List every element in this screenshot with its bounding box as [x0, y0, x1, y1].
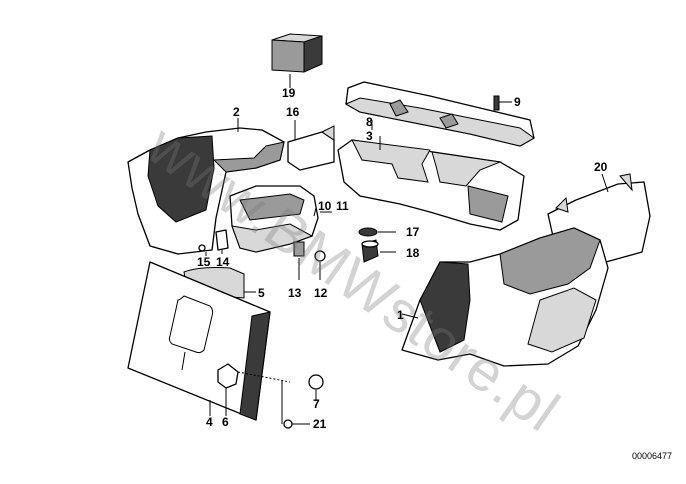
- part-2-left-trim: [127, 118, 285, 255]
- part-17-18-clips: [358, 227, 396, 263]
- part-label-19: 19: [282, 86, 296, 100]
- part-label-12: 12: [314, 286, 328, 300]
- part-label-20: 20: [594, 160, 608, 174]
- diagram-reference-code: 00006477: [632, 451, 673, 461]
- part-10-tray: [229, 185, 332, 253]
- part-6-clip: [217, 363, 239, 416]
- part-label-3: 3: [366, 129, 373, 143]
- part-label-7: 7: [313, 397, 320, 411]
- part-label-18: 18: [406, 246, 420, 260]
- part-16-bracket: [287, 120, 335, 171]
- part-label-15: 15: [197, 255, 211, 269]
- part-label-11: 11: [336, 199, 349, 213]
- part-3-rear-panel: [337, 136, 525, 231]
- part-label-1: 1: [397, 308, 404, 322]
- part-1-right-trim: [401, 227, 609, 367]
- part-label-9: 9: [514, 95, 521, 109]
- part-label-13: 13: [288, 286, 302, 300]
- part-label-8: 8: [366, 115, 373, 129]
- part-label-17: 17: [406, 225, 420, 239]
- part-label-6: 6: [222, 415, 229, 429]
- part-7-21-screws: [237, 371, 324, 429]
- part-label-2: 2: [233, 105, 240, 119]
- part-8-upper-panel: [344, 81, 535, 147]
- part-label-14: 14: [216, 255, 230, 269]
- part-label-5: 5: [258, 286, 265, 300]
- part-label-21: 21: [313, 417, 327, 431]
- part-label-16: 16: [286, 105, 300, 119]
- part-label-10: 10: [318, 199, 332, 213]
- part-12-13-fasteners: [293, 241, 326, 280]
- part-19-box: [271, 33, 323, 88]
- part-14-15-clips: [198, 229, 229, 256]
- part-label-4: 4: [206, 415, 213, 429]
- part-4-floor-panel: [127, 261, 271, 421]
